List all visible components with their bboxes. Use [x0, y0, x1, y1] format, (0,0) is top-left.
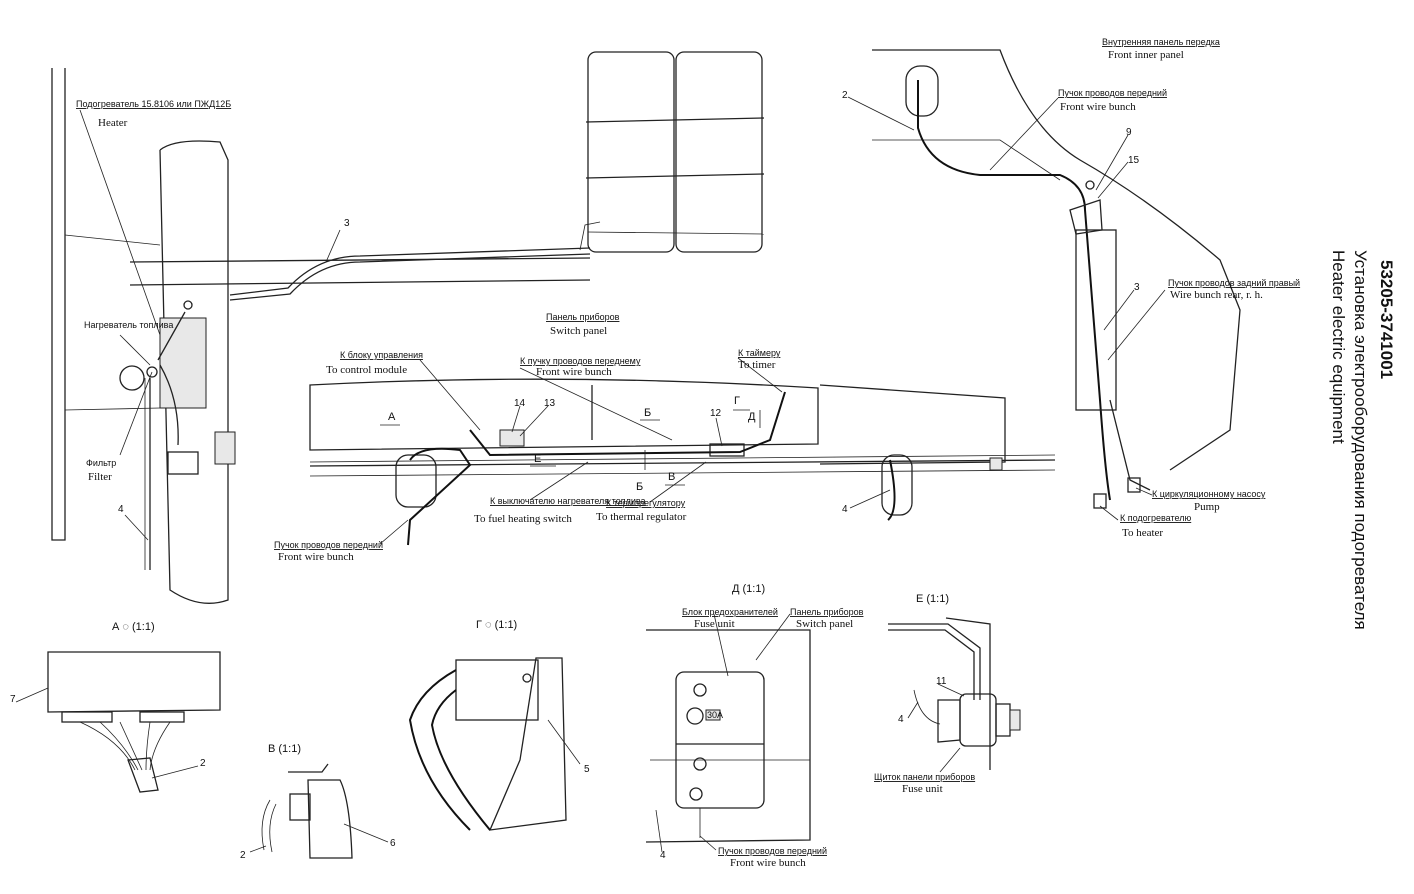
callout-15: 15 — [1128, 155, 1140, 166]
drawing-title-ru: Установка электрооборудования подогреват… — [1351, 250, 1370, 630]
fuel-heater-label: Нагреватель топлива — [84, 320, 173, 330]
callout-11: 11 — [936, 676, 947, 687]
shield-ru: Щиток панели приборов — [874, 772, 975, 782]
callout-3-top: 3 — [344, 218, 350, 229]
title-block: 53205-3741001 Установка электрооборудова… — [1318, 20, 1408, 630]
callout-6: 6 — [390, 838, 396, 849]
fuel-switch-ru: К выключателю нагревателя топлива — [490, 496, 646, 506]
switch-panel-title-ru: Панель приборов — [546, 312, 620, 322]
detail-D-title: Д (1:1) — [732, 583, 765, 595]
fuse-unit-en-E: Fuse unit — [902, 783, 943, 795]
control-module-en: To control module — [326, 364, 407, 376]
callout-4-D: 4 — [660, 850, 666, 861]
timer-ru: К таймеру — [738, 348, 781, 358]
callout-4-E: 4 — [898, 714, 904, 725]
thermo-en: To thermal regulator — [596, 511, 687, 523]
mark-B-top: Б — [644, 407, 651, 419]
front-bunch-ru: Пучок проводов передний — [1058, 88, 1167, 98]
switch-panel-ru-D: Панель приборов — [790, 607, 864, 617]
mark-A: A — [388, 411, 396, 423]
detail-A-title: А ◌ (1:1) — [112, 621, 155, 633]
callout-4-panel: 4 — [842, 504, 848, 515]
bunch-en-D: Front wire bunch — [730, 857, 806, 869]
switch-panel-view: Панель приборов Switch panel A Е Б Б В Г… — [274, 312, 1056, 563]
drawing-title-en: Heater electric equipment — [1329, 250, 1348, 444]
callout-4-left: 4 — [118, 504, 124, 515]
callout-2-A: 2 — [200, 758, 206, 769]
detail-E: Е (1:1) 11 4 Щиток панели приборов Fuse … — [874, 593, 1021, 795]
rear-bunch-en: Wire bunch rear, r. h. — [1170, 289, 1263, 301]
front-inner-panel-view: Внутренняя панель передка Front inner pa… — [842, 37, 1300, 539]
filter-label-ru: Фильтр — [86, 458, 116, 468]
fuse-rating: 30A — [707, 710, 723, 720]
detail-V: В (1:1) 2 6 — [240, 743, 396, 861]
callout-12: 12 — [710, 408, 722, 419]
callout-5: 5 — [584, 764, 590, 775]
filter-label-en: Filter — [88, 471, 112, 483]
mark-V: В — [668, 471, 675, 483]
bunch-ru-D: Пучок проводов передний — [718, 846, 827, 856]
mark-B-bottom: Б — [636, 481, 643, 493]
left-frame-view: Подогреватель 15.8106 или ПЖД12Б Heater … — [51, 68, 591, 604]
callout-7: 7 — [10, 694, 16, 705]
detail-D: Д (1:1) 30A Блок предохранителей Fuse un… — [645, 583, 864, 869]
mark-D: Д — [748, 411, 756, 423]
fuse-unit-en: Fuse unit — [694, 618, 735, 630]
control-module-ru: К блоку управления — [340, 350, 423, 360]
front-inner-title-en: Front inner panel — [1108, 49, 1184, 61]
to-front-bunch-ru: К пучку проводов переднему — [520, 356, 641, 366]
callout-2-front: 2 — [842, 90, 848, 101]
mark-E: Е — [534, 453, 541, 465]
callout-14: 14 — [514, 398, 526, 409]
battery-rack-view: 3 — [229, 51, 765, 301]
rear-bunch-ru: Пучок проводов задний правый — [1168, 278, 1300, 288]
heater-feed-ru: К подогревателю — [1120, 513, 1191, 523]
heater-label-ru: Подогреватель 15.8106 или ПЖД12Б — [76, 99, 231, 109]
fuse-unit-ru: Блок предохранителей — [682, 607, 778, 617]
timer-en: To timer — [738, 359, 776, 371]
switch-panel-title-en: Switch panel — [550, 325, 607, 337]
detail-V-title: В (1:1) — [268, 743, 301, 755]
fuel-switch-en: To fuel heating switch — [474, 513, 572, 525]
pump-label-ru: К циркуляционному насосу — [1152, 489, 1266, 499]
pump-label-en: Pump — [1194, 501, 1220, 513]
mark-G: Г — [734, 395, 740, 407]
drawing-code: 53205-3741001 — [1377, 260, 1396, 380]
heater-label-en: Heater — [98, 117, 128, 129]
detail-G-title: Г ◌ (1:1) — [476, 619, 517, 631]
heater-feed-en: To heater — [1122, 527, 1163, 539]
bottom-bunch-ru: Пучок проводов передний — [274, 540, 383, 550]
switch-panel-en-D: Switch panel — [796, 618, 853, 630]
to-front-bunch-en: Front wire bunch — [536, 366, 612, 378]
callout-13: 13 — [544, 398, 556, 409]
callout-2-V: 2 — [240, 850, 246, 861]
front-inner-title-ru: Внутренняя панель передка — [1102, 37, 1220, 47]
thermo-ru: К терморегулятору — [606, 498, 686, 508]
detail-A: А ◌ (1:1) 7 2 — [10, 621, 221, 793]
detail-E-title: Е (1:1) — [916, 593, 949, 605]
callout-9: 9 — [1126, 127, 1132, 138]
callout-3-front: 3 — [1134, 282, 1140, 293]
front-bunch-en: Front wire bunch — [1060, 101, 1136, 113]
bottom-bunch-en: Front wire bunch — [278, 551, 354, 563]
detail-G: Г ◌ (1:1) 5 — [408, 619, 590, 831]
